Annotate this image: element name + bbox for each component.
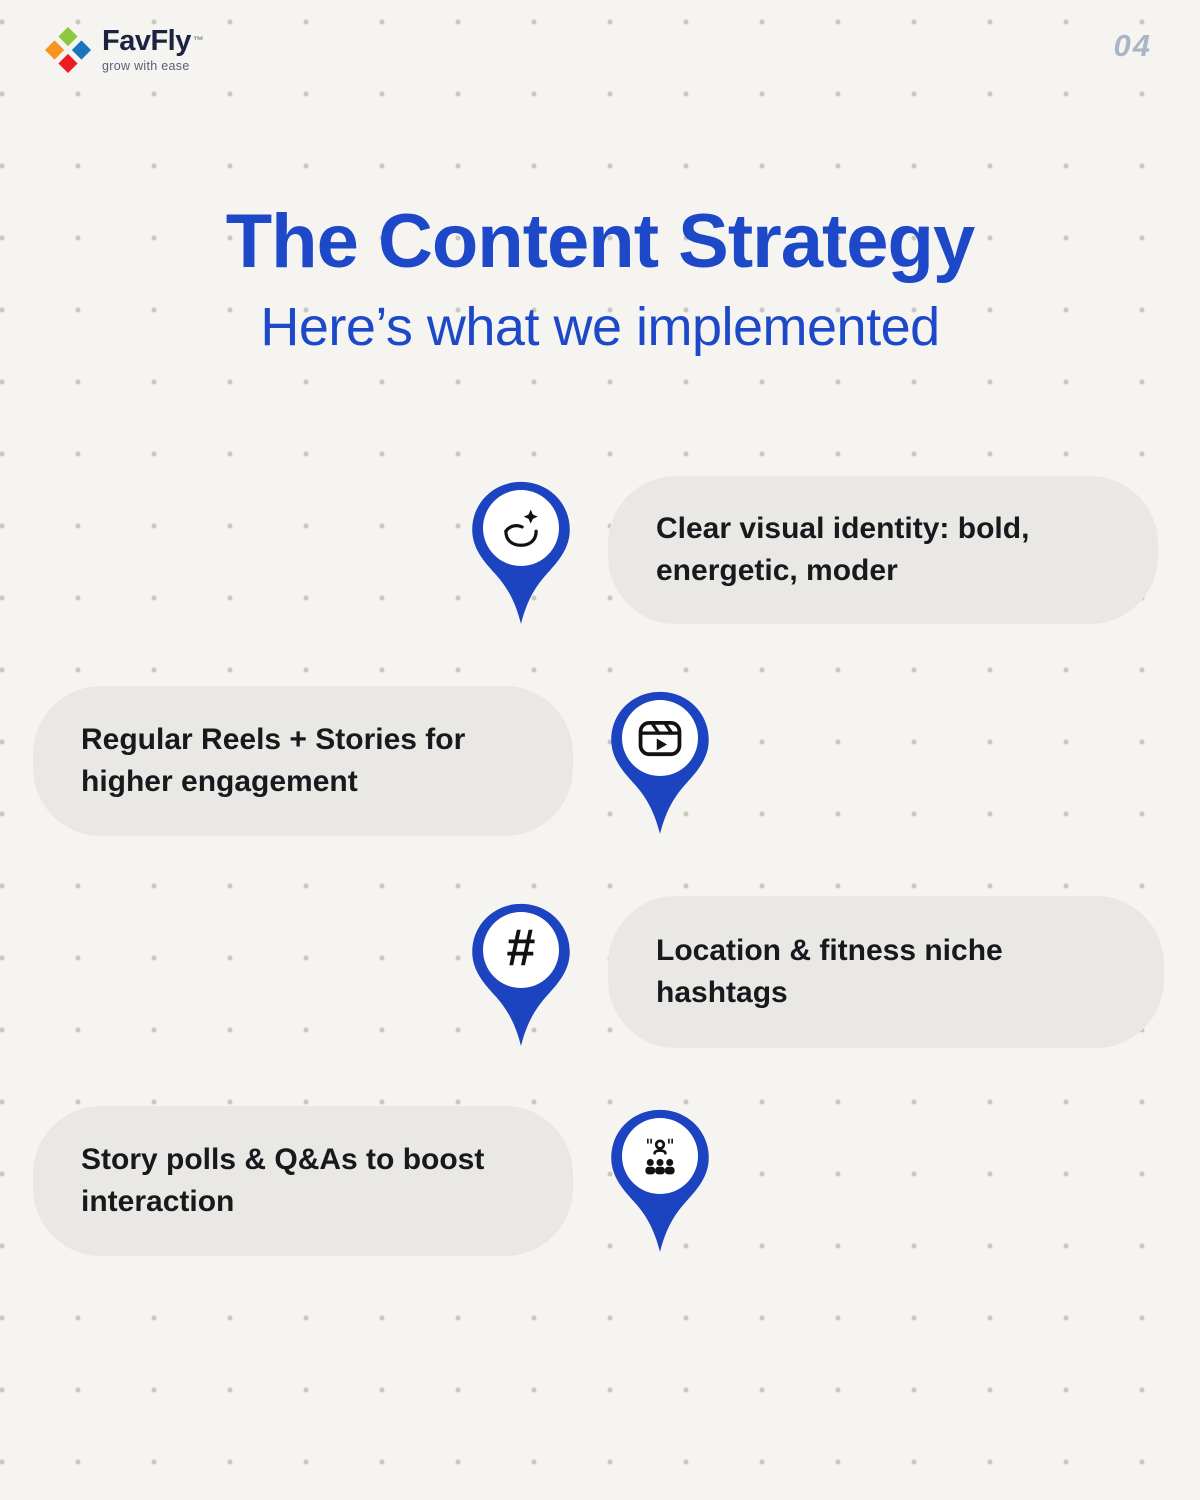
bubble-text: Regular Reels + Stories for higher engag… (81, 723, 466, 798)
logo-tagline: grow with ease (102, 59, 190, 74)
hand-identity-icon (504, 509, 538, 547)
pin-circle (483, 490, 559, 566)
map-pin-story-polls (607, 1106, 713, 1258)
bubble-text: Location & fitness niche hashtags (656, 934, 1003, 1009)
logo-wordmark: FavFly (102, 25, 191, 58)
text-bubble-story-polls: Story polls & Q&As to boost interaction (33, 1106, 573, 1256)
hashtag-icon: # (506, 919, 536, 977)
page-number: 04 (1113, 28, 1152, 63)
page-title: The Content Strategy (225, 199, 976, 284)
bubble-text: Story polls & Q&As to boost interaction (81, 1143, 485, 1218)
pin-circle: # (483, 912, 559, 988)
audience-icon (645, 1138, 675, 1175)
pin-circle (622, 700, 698, 776)
pin-circle (622, 1118, 698, 1194)
bubble-text: Clear visual identity: bold, energetic, … (656, 512, 1030, 587)
text-bubble-reels-stories: Regular Reels + Stories for higher engag… (33, 686, 573, 836)
page-subtitle: Here’s what we implemented (260, 297, 940, 357)
map-pin-reels-stories (607, 688, 713, 840)
text-bubble-hashtags: Location & fitness niche hashtags (608, 896, 1164, 1048)
reels-icon (638, 720, 682, 757)
logo-trademark: ™ (192, 34, 204, 47)
map-pin-visual-identity (468, 478, 574, 630)
map-pin-hashtags: # (468, 900, 574, 1052)
favfly-logo-icon (44, 26, 92, 74)
text-bubble-visual-identity: Clear visual identity: bold, energetic, … (608, 476, 1158, 624)
